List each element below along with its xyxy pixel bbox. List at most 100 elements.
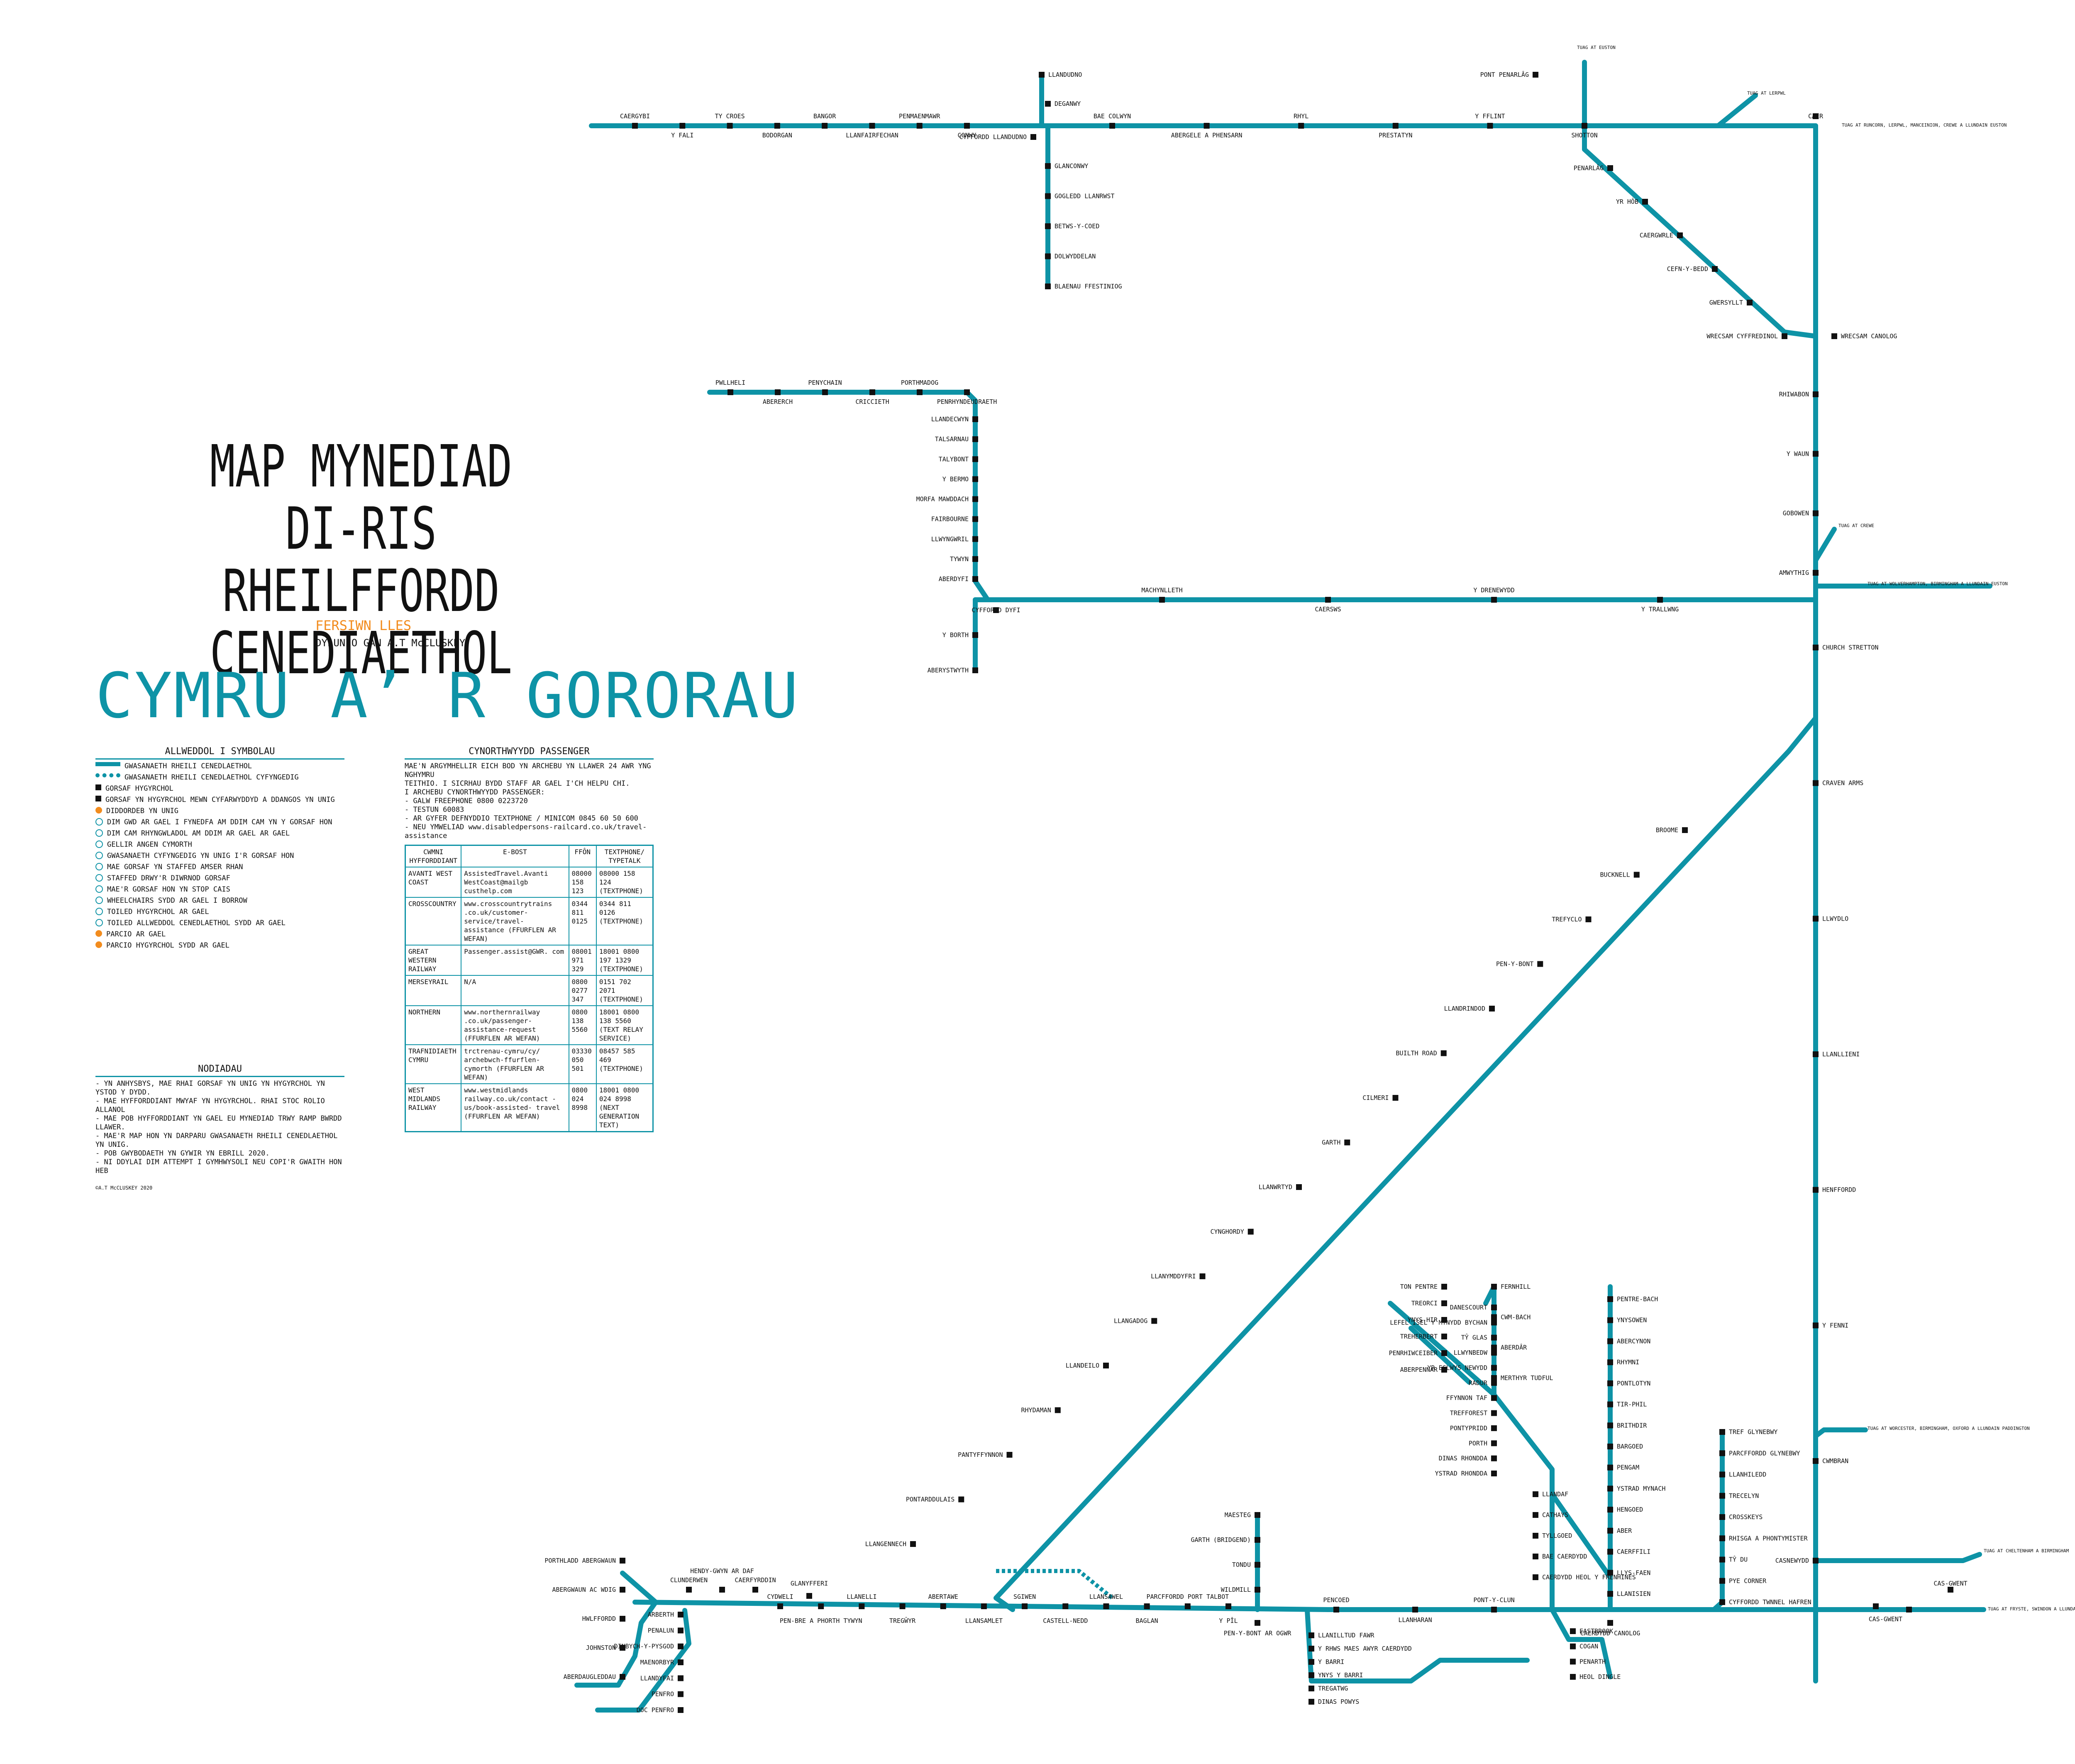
station-marker: [1533, 72, 1538, 78]
station-marker: [1607, 1338, 1613, 1344]
station-marker: [1533, 1533, 1538, 1539]
station-label: PORTHMADOG: [901, 379, 938, 386]
station-label: ABERGELE A PHENSARN: [1171, 132, 1243, 139]
station-label: PENTRE-BACH: [1617, 1295, 1658, 1303]
direction-wolverhampton: TUAG AT WOLVERHAMPTON, BIRMINGHAM A LLUN…: [1868, 581, 2008, 586]
station-label: ABERDYFI: [939, 575, 969, 583]
station-label: MAENORBYR: [640, 1659, 674, 1666]
station-marker: [1045, 253, 1051, 259]
key-symbol-icon: [95, 796, 101, 801]
key-item: GWASANAETH CYFYNGEDIG YN UNIG I'R GORSAF…: [95, 852, 344, 860]
station-label: HWLFFORDD: [582, 1615, 616, 1622]
station-marker: [1813, 510, 1819, 516]
station-label: TY CROES: [715, 112, 745, 120]
station-label: MERTHYR TUDFUL: [1501, 1374, 1553, 1382]
station-label: PORTH: [1469, 1439, 1487, 1447]
station-label: PONT-Y-CLUN: [1473, 1596, 1514, 1604]
station-marker: [1491, 597, 1497, 603]
station-marker: [1491, 1284, 1497, 1290]
table-cell: 0344 811 0125: [568, 897, 597, 946]
station-marker: [1747, 300, 1753, 305]
station-marker: [822, 123, 828, 129]
station-marker: [1537, 961, 1543, 967]
station-marker: [1199, 1273, 1206, 1279]
key-item: WHEELCHAIRS SYDD AR GAEL I BORROW: [95, 897, 344, 905]
station-marker: [899, 1603, 906, 1609]
station-marker: [910, 1541, 916, 1547]
key-item: MAE GORSAF YN STAFFED AMSER RHAN: [95, 863, 344, 872]
station-label: TALYBONT: [939, 455, 969, 463]
station-label: GARTH: [1322, 1139, 1340, 1146]
station-marker: [1487, 123, 1493, 129]
station-marker: [1159, 597, 1165, 603]
station-label: CILMERI: [1362, 1094, 1389, 1102]
station-label: HENFFORDD: [1822, 1186, 1856, 1194]
table-cell: 08000 158 124 (TEXTPHONE): [596, 867, 654, 898]
table-cell: 0151 702 2071 (TEXTPHONE): [596, 975, 654, 1006]
key-symbol-icon: [95, 773, 120, 777]
key-symbol-icon: [95, 863, 103, 870]
station-label: BAGLAN: [1136, 1617, 1158, 1625]
station-label: LEFEL ISEL Y MYNYDD BYCHAN: [1390, 1319, 1487, 1326]
station-label: BLAENAU FFESTINIOG: [1055, 283, 1122, 290]
station-label: EASTBROOK: [1579, 1627, 1613, 1635]
station-marker: [1441, 1317, 1447, 1323]
key-item: MAE'R GORSAF HON YN STOP CAIS: [95, 885, 344, 894]
station-label: PONTYPRIDD: [1450, 1424, 1487, 1432]
line-south-main: [632, 1600, 1986, 1612]
table-cell: AVANTI WEST COAST: [405, 867, 462, 898]
station-label: PENARLÂG: [1574, 164, 1604, 172]
station-label: WRECSAM CYFFREDINOL: [1706, 332, 1778, 340]
key-item-label: TOILED HYGYRCHOL AR GAEL: [107, 908, 209, 916]
station-label: CAERSWS: [1315, 606, 1341, 613]
station-marker: [981, 1603, 987, 1609]
station-label: TREGŴYR: [889, 1617, 916, 1625]
table-cell: trctrenau-cymru/cy/ archebwch-ffurflen- …: [461, 1044, 569, 1084]
station-marker: [1682, 827, 1688, 833]
station-marker: [806, 1593, 812, 1599]
key-item: GWASANAETH RHEILI CENEDLAETHOL: [95, 762, 344, 771]
station-marker: [1607, 1296, 1613, 1302]
station-marker: [1607, 1591, 1613, 1597]
station-marker: [1533, 1574, 1538, 1580]
map-title-line-3: CENEDIAETHOL: [210, 620, 513, 687]
station-marker: [1948, 1587, 1953, 1593]
station-label: WILDMILL: [1221, 1586, 1251, 1593]
station-label: DOC PENFRO: [637, 1706, 674, 1714]
station-label: LLANDECWYN: [931, 415, 969, 423]
station-marker: [1441, 1284, 1447, 1290]
station-marker: [1582, 123, 1587, 129]
map-title-line-2: DI-RIS RHEILFFORDD: [222, 495, 500, 625]
station-marker: [993, 607, 999, 613]
station-marker: [1441, 1350, 1447, 1356]
column-header: FFÔN: [568, 845, 597, 867]
station-marker: [1296, 1184, 1302, 1190]
key-item: DIM CAM RHYNGWLADOL AM DDIM AR GAEL AR G…: [95, 829, 344, 838]
station-label: FAIRBOURNE: [931, 516, 969, 523]
station-label: TYLLGOED: [1542, 1532, 1572, 1539]
station-label: TREORCI: [1411, 1300, 1438, 1307]
station-marker: [752, 1587, 758, 1593]
station-marker: [679, 123, 686, 129]
station-label: FERNHILL: [1501, 1283, 1531, 1290]
station-label: LLANLLIENI: [1822, 1051, 1860, 1058]
station-marker: [1813, 1187, 1819, 1193]
station-marker: [1489, 1006, 1495, 1011]
key-item-label: GWASANAETH RHEILI CENEDLAETHOL: [124, 762, 252, 770]
direction-labels: TUAG AT EUSTON TUAG AT LERPWL TUAG AT RU…: [1577, 45, 2075, 1612]
region-title: CYMRU A’ R GORORAU: [95, 660, 800, 732]
station-marker: [964, 389, 970, 395]
station-label: GARTH (BRIDGEND): [1191, 1536, 1251, 1544]
line-worcester: [1813, 1427, 1868, 1439]
station-label: BARGOED: [1617, 1443, 1643, 1450]
station-marker: [1255, 1562, 1260, 1568]
station-label: Y FALI: [671, 132, 693, 139]
station-label: RHYMNI: [1617, 1358, 1639, 1366]
assistance-panel: CYNORTHWYYDD PASSENGER MAE'N ARGYMHELLIR…: [405, 747, 654, 1132]
table-cell: www.northernrailway .co.uk/passenger- as…: [461, 1005, 569, 1045]
station-label: LLANHARAN: [1398, 1616, 1432, 1624]
line-cheltenham: [1813, 1552, 1982, 1563]
station-label: CROSSKEYS: [1729, 1513, 1763, 1521]
